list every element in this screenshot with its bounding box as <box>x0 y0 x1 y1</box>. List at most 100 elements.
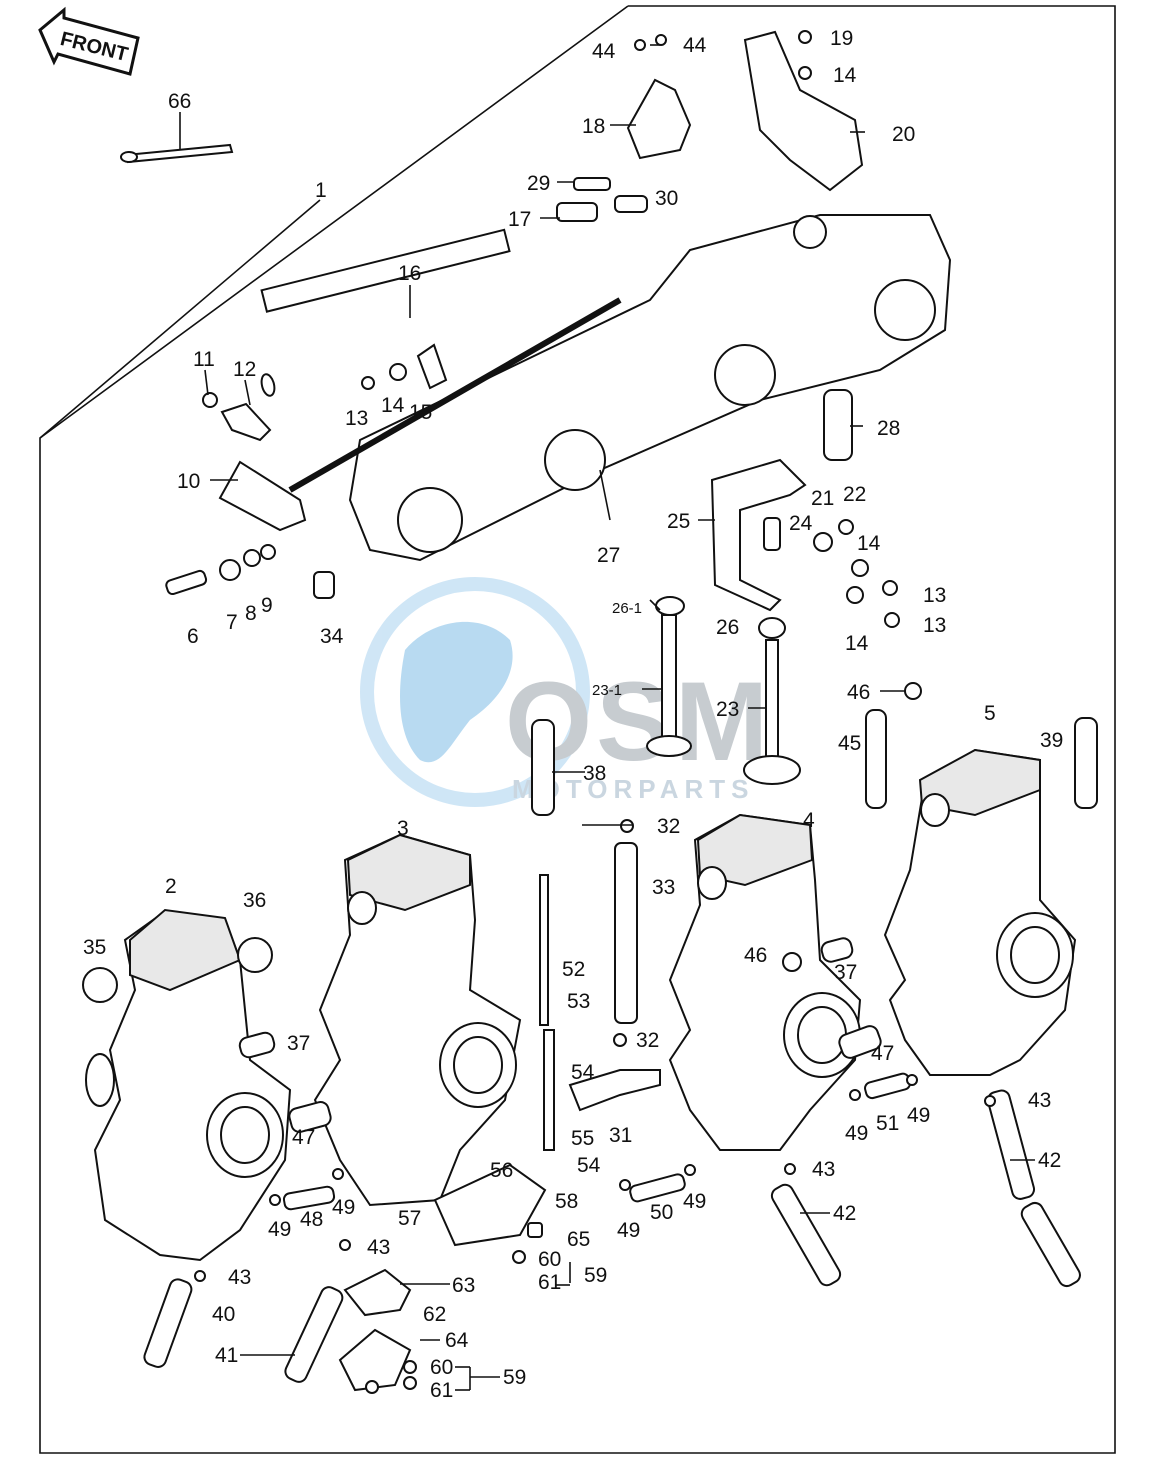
callout-49: 49 <box>268 1218 291 1241</box>
callout-49: 49 <box>617 1219 640 1242</box>
callout-63: 63 <box>452 1274 475 1297</box>
bracket-18 <box>626 78 692 160</box>
callout-36: 36 <box>243 889 266 912</box>
bracket-20 <box>743 30 864 192</box>
callout-1: 1 <box>315 179 327 202</box>
callout-43: 43 <box>228 1266 251 1289</box>
callout-49: 49 <box>683 1190 706 1213</box>
callout-5: 5 <box>984 702 996 725</box>
callout-29: 29 <box>527 172 550 195</box>
front-arrow-badge: FRONT <box>38 6 140 76</box>
callout-17: 17 <box>508 208 531 231</box>
callout-7: 7 <box>226 611 238 634</box>
callout-45: 45 <box>838 732 861 755</box>
needle-valves <box>646 596 801 785</box>
callout-46: 46 <box>744 944 767 967</box>
callout-26-1: 26-1 <box>612 600 642 617</box>
callout-35: 35 <box>83 936 106 959</box>
callout-9: 9 <box>261 594 273 617</box>
callout-20: 20 <box>892 123 915 146</box>
callout-40: 40 <box>212 1303 235 1326</box>
callout-21: 21 <box>811 487 834 510</box>
callout-57: 57 <box>398 1207 421 1230</box>
callout-8: 8 <box>245 602 257 625</box>
bolt-29 <box>573 177 611 191</box>
callout-58: 58 <box>555 1190 578 1213</box>
callout-23: 23 <box>716 698 739 721</box>
carburetor-3 <box>313 833 522 1207</box>
assembly-frame <box>39 5 1116 1454</box>
callout-43: 43 <box>812 1158 835 1181</box>
callout-37: 37 <box>834 961 857 984</box>
callout-61: 61 <box>538 1271 561 1294</box>
callout-50: 50 <box>650 1201 673 1224</box>
callout-23-1: 23-1 <box>592 682 622 699</box>
callout-59: 59 <box>584 1264 607 1287</box>
bracket-25 <box>710 458 807 612</box>
callout-48: 48 <box>300 1208 323 1231</box>
callout-4: 4 <box>803 809 815 832</box>
callout-49: 49 <box>332 1196 355 1219</box>
callout-12: 12 <box>233 358 256 381</box>
callout-44: 44 <box>592 40 616 63</box>
callout-54: 54 <box>571 1061 595 1084</box>
callout-33: 33 <box>652 876 675 899</box>
callout-13: 13 <box>923 614 946 637</box>
callout-42: 42 <box>1038 1149 1061 1172</box>
callout-47: 47 <box>871 1042 894 1065</box>
callout-25: 25 <box>667 510 690 533</box>
callout-41: 41 <box>215 1344 238 1367</box>
callout-14: 14 <box>381 394 405 417</box>
callout-56: 56 <box>490 1159 513 1182</box>
callout-66: 66 <box>168 90 191 113</box>
callout-16: 16 <box>398 262 421 285</box>
leader-lines <box>39 44 1035 1391</box>
callout-49: 49 <box>845 1122 868 1145</box>
callout-6: 6 <box>187 625 199 648</box>
callout-51: 51 <box>876 1112 899 1135</box>
callout-38: 38 <box>583 762 606 785</box>
springs-upper <box>556 195 853 551</box>
callout-14: 14 <box>833 64 857 87</box>
choke-shaft <box>288 297 622 493</box>
callout-3: 3 <box>397 817 409 840</box>
callout-15: 15 <box>409 401 432 424</box>
callout-34: 34 <box>320 625 344 648</box>
throttle-shaft <box>260 228 511 397</box>
callout-62: 62 <box>423 1303 446 1326</box>
callout-52: 52 <box>562 958 585 981</box>
callout-47: 47 <box>292 1126 315 1149</box>
hoses <box>143 709 1098 1383</box>
callout-26: 26 <box>716 616 739 639</box>
callout-32: 32 <box>636 1029 659 1052</box>
callout-14: 14 <box>857 532 881 555</box>
callout-46: 46 <box>847 681 870 704</box>
callout-55: 55 <box>571 1127 594 1150</box>
callout-2: 2 <box>165 875 177 898</box>
callout-11: 11 <box>193 348 215 371</box>
callout-59: 59 <box>503 1366 526 1389</box>
carburetor-4 <box>668 813 862 1151</box>
idle-adjust-screw <box>165 544 335 599</box>
callout-27: 27 <box>597 544 620 567</box>
callout-30: 30 <box>655 187 678 210</box>
callout-14: 14 <box>845 632 869 655</box>
lever-15 <box>416 343 448 390</box>
callout-28: 28 <box>877 417 900 440</box>
carburetor-5 <box>883 748 1077 1076</box>
callout-43: 43 <box>367 1236 390 1259</box>
callout-43: 43 <box>1028 1089 1051 1112</box>
lever-10 <box>218 460 307 532</box>
callout-37: 37 <box>287 1032 310 1055</box>
callout-61: 61 <box>430 1379 453 1402</box>
callout-labels: 66 1 44 44 19 14 18 20 29 30 17 16 11 12… <box>83 27 1063 1402</box>
mounting-plate <box>348 214 952 562</box>
lever-12 <box>220 402 272 442</box>
small-hardware-upper <box>120 30 922 700</box>
callout-32: 32 <box>657 815 680 838</box>
callout-19: 19 <box>830 27 853 50</box>
callout-54: 54 <box>577 1154 601 1177</box>
callout-10: 10 <box>177 470 200 493</box>
callout-49: 49 <box>907 1104 930 1127</box>
